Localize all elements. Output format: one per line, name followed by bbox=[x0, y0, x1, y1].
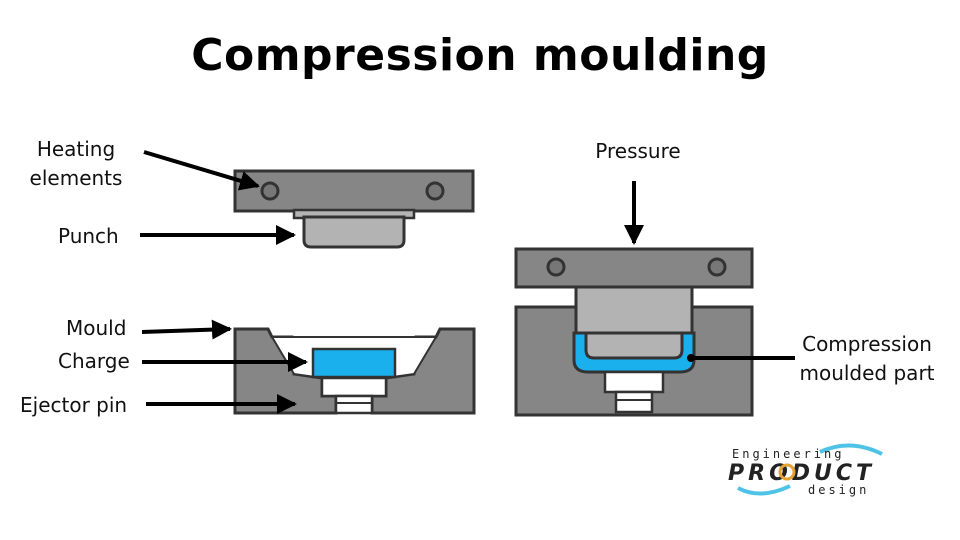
closed-mould-assembly bbox=[514, 247, 754, 417]
punch-closed bbox=[574, 283, 694, 335]
logo-gear-icon bbox=[778, 463, 796, 481]
punch bbox=[302, 215, 406, 249]
heating-element-left bbox=[260, 181, 280, 201]
arrow-mould bbox=[141, 319, 232, 340]
label-compression-2: moulded part bbox=[799, 361, 934, 385]
logo-swoosh-bottom bbox=[737, 484, 791, 496]
charge bbox=[311, 347, 397, 379]
logo-swoosh-top bbox=[819, 443, 883, 456]
heating-element-closed-right bbox=[707, 257, 727, 277]
engineering-product-design-logo: Engineering PRODUCT design bbox=[728, 443, 883, 497]
label-arrows bbox=[140, 150, 795, 414]
logo-bottom-text: design bbox=[808, 483, 869, 497]
logo-top-text: Engineering bbox=[732, 447, 844, 461]
ejector-block-closed bbox=[603, 370, 665, 394]
label-heating-elements-1: Heating bbox=[37, 137, 115, 161]
punch-closed-tip bbox=[584, 331, 684, 360]
ejector-pin bbox=[334, 394, 374, 415]
heating-element-right bbox=[425, 181, 445, 201]
open-mould-assembly bbox=[233, 169, 476, 415]
label-ejector-pin: Ejector pin bbox=[20, 393, 127, 417]
label-pressure: Pressure bbox=[595, 139, 680, 163]
pointer-moulded-part-dot bbox=[687, 354, 695, 362]
label-heating-elements-2: elements bbox=[30, 166, 123, 190]
label-compression-1: Compression bbox=[802, 332, 932, 356]
heating-element-closed-left bbox=[546, 257, 566, 277]
arrow-heating-elements bbox=[143, 150, 260, 191]
label-mould: Mould bbox=[66, 316, 126, 340]
label-charge: Charge bbox=[58, 349, 130, 373]
diagram-title: Compression moulding bbox=[191, 30, 769, 81]
logo-middle-text: PRODUCT bbox=[728, 461, 875, 486]
ejector-pin-closed bbox=[614, 390, 654, 414]
ejector-block bbox=[320, 376, 388, 398]
label-punch: Punch bbox=[58, 224, 119, 248]
